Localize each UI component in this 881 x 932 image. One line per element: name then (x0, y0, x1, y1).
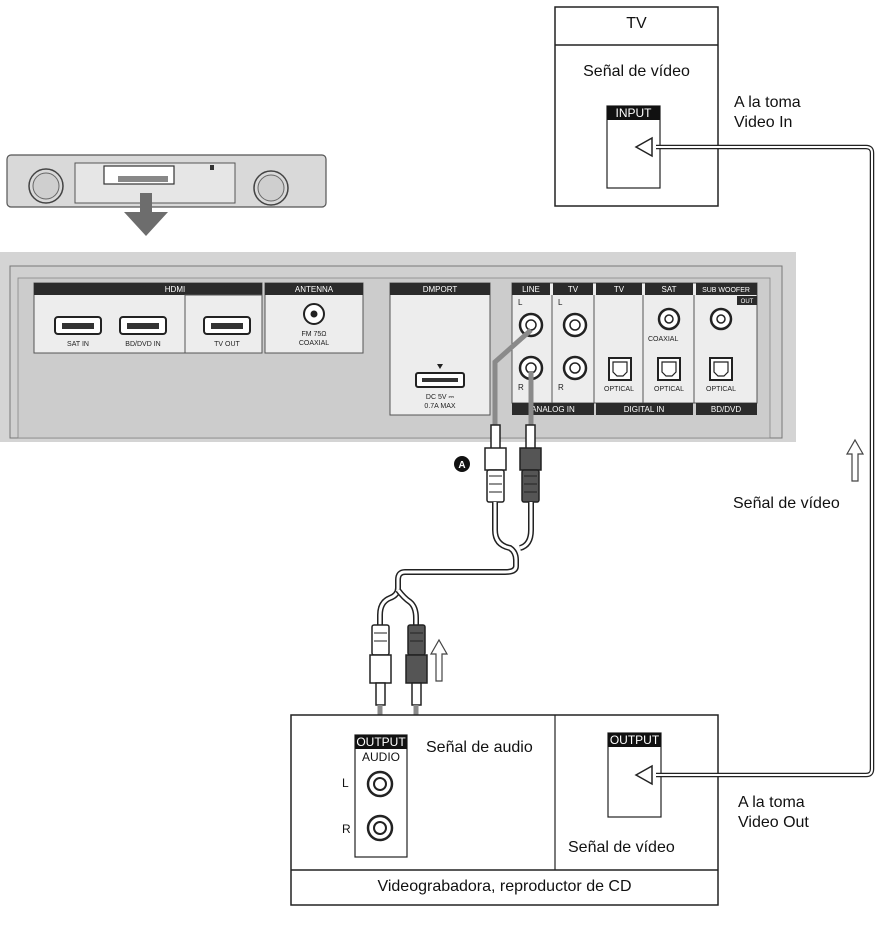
antenna-label-fm: FM 75Ω (301, 331, 326, 338)
hdmi-port-label: SAT IN (67, 341, 89, 348)
tv-input-port-label: INPUT (615, 106, 652, 120)
dmport-header: DMPORT (423, 285, 458, 294)
digital-in-label: DIGITAL IN (624, 405, 665, 414)
down-arrow-icon (124, 193, 168, 236)
to-video-in-line2: Video In (734, 114, 793, 131)
hdmi-port-label: BD/DVD IN (125, 341, 160, 348)
audio-output-port-label: OUTPUT (356, 735, 406, 749)
rca-plug-red-top (519, 424, 542, 503)
subwoofer-out-label: OUT (741, 299, 754, 305)
tv-box (554, 6, 719, 207)
rca-plug-red-bottom (405, 624, 428, 706)
rca-plug-white-top (484, 424, 507, 503)
tv-signal-label: Señal de vídeo (583, 63, 690, 80)
antenna-header: ANTENNA (295, 285, 334, 294)
hdmi-port-sat-in: SAT IN (54, 316, 102, 348)
antenna-label-coaxial: COAXIAL (299, 340, 329, 347)
dmport-label-amp: 0.7A MAX (424, 403, 455, 410)
line-r-label: R (518, 383, 524, 392)
sat-optical-label: OPTICAL (654, 386, 684, 393)
tv-l-label: L (558, 298, 563, 307)
analog-digital-inputs: LINE TV TV SAT SUB WOOFER OUT L R L (511, 282, 758, 415)
audio-left-label: L (342, 776, 349, 790)
to-video-out-line2: Video Out (738, 814, 809, 831)
audio-sub-label: AUDIO (361, 750, 400, 764)
sat-header: SAT (662, 285, 677, 294)
line-l-label: L (518, 298, 523, 307)
hdmi-port-label: TV OUT (214, 341, 240, 348)
source-device-name: Videograbadora, reproductor de CD (377, 878, 632, 895)
source-device-box (290, 714, 719, 906)
hdmi-port-bd-dvd-in: BD/DVD IN (119, 316, 167, 348)
tv-r-label: R (558, 383, 564, 392)
tv-analog-header: TV (568, 285, 579, 294)
audio-right-label: R (342, 822, 351, 836)
video-signal-label: Señal de vídeo (568, 839, 675, 856)
hdmi-header: HDMI (165, 285, 185, 294)
to-video-in-line1: A la toma (734, 94, 801, 111)
arrow-into-tv-icon (634, 136, 653, 158)
line-header: LINE (522, 285, 540, 294)
bd-dvd-label: BD/DVD (711, 405, 741, 414)
up-arrow-icon (429, 638, 449, 682)
tv-optical-label: OPTICAL (604, 386, 634, 393)
audio-signal-label: Señal de audio (426, 739, 533, 756)
hdmi-port-tv-out: TV OUT (203, 316, 251, 348)
dmport: DMPORT DC 5V ⎓ 0.7A MAX (389, 282, 491, 416)
arrow-into-source-icon (634, 764, 653, 786)
sat-coaxial-label: COAXIAL (648, 336, 678, 343)
tv-title: TV (626, 15, 647, 32)
rca-plug-white-bottom (369, 624, 392, 706)
video-output-port-label: OUTPUT (609, 733, 660, 747)
marker-a: A (454, 456, 470, 472)
bd-dvd-optical-label: OPTICAL (706, 386, 736, 393)
tv-digital-header: TV (614, 285, 625, 294)
subwoofer-header: SUB WOOFER (702, 287, 750, 294)
video-signal-side-label: Señal de vídeo (733, 495, 840, 512)
rear-panel: HDMI SAT IN BD/DVD IN TV OUT ANTENNA F (0, 252, 796, 442)
to-video-out-line1: A la toma (738, 794, 805, 811)
dmport-label-dc: DC 5V ⎓ (426, 394, 455, 401)
video-signal-up-arrow-icon (845, 438, 865, 482)
antenna-jack: ANTENNA FM 75Ω COAXIAL (264, 282, 364, 354)
soundbar-front-view (6, 154, 327, 208)
marker-a-label: A (458, 460, 465, 471)
analog-in-label: ANALOG IN (531, 405, 575, 414)
video-cable (634, 136, 875, 786)
